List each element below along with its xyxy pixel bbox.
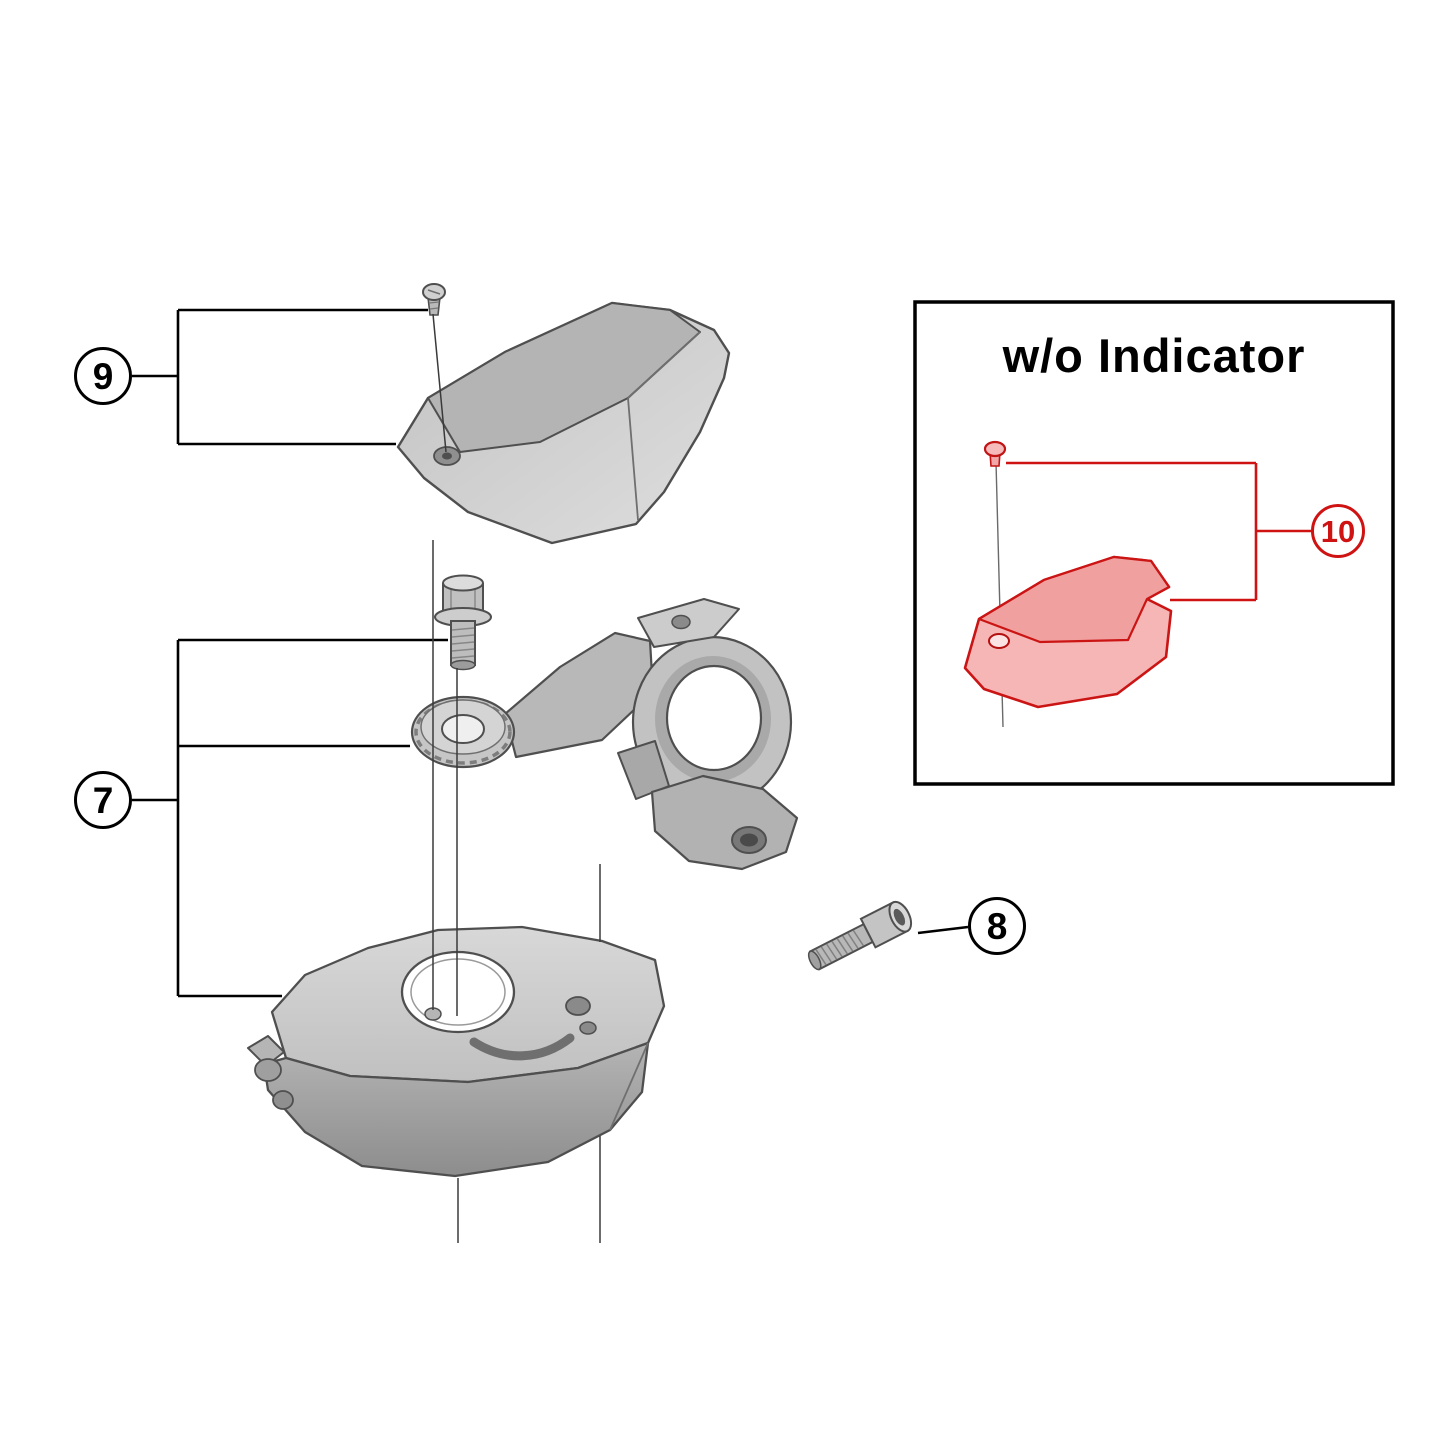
callout-10-leader <box>1006 461 1311 602</box>
callout-10: 10 <box>1311 504 1365 558</box>
callout-8-leader <box>917 925 969 935</box>
callout-9-label: 9 <box>92 355 114 397</box>
callout-9-leader <box>132 308 428 446</box>
callout-7-leader <box>132 638 448 998</box>
callout-7: 7 <box>74 771 132 829</box>
assembly-axis-lines <box>432 313 601 1243</box>
callout-10-label: 10 <box>1320 513 1356 549</box>
callout-8: 8 <box>968 897 1026 955</box>
callout-8-label: 8 <box>986 905 1008 947</box>
fixing-screw-icon <box>422 283 446 316</box>
plain-cover-icon <box>963 555 1173 709</box>
clamp-bracket-icon <box>410 598 799 871</box>
flange-bolt-icon <box>434 574 492 671</box>
base-cover-icon <box>247 925 666 1178</box>
clamp-bolt-icon <box>807 900 913 971</box>
inset-title: w/o Indicator <box>1002 329 1306 382</box>
callout-7-label: 7 <box>92 779 114 821</box>
indicator-cover-icon <box>396 301 731 545</box>
callout-9: 9 <box>74 347 132 405</box>
